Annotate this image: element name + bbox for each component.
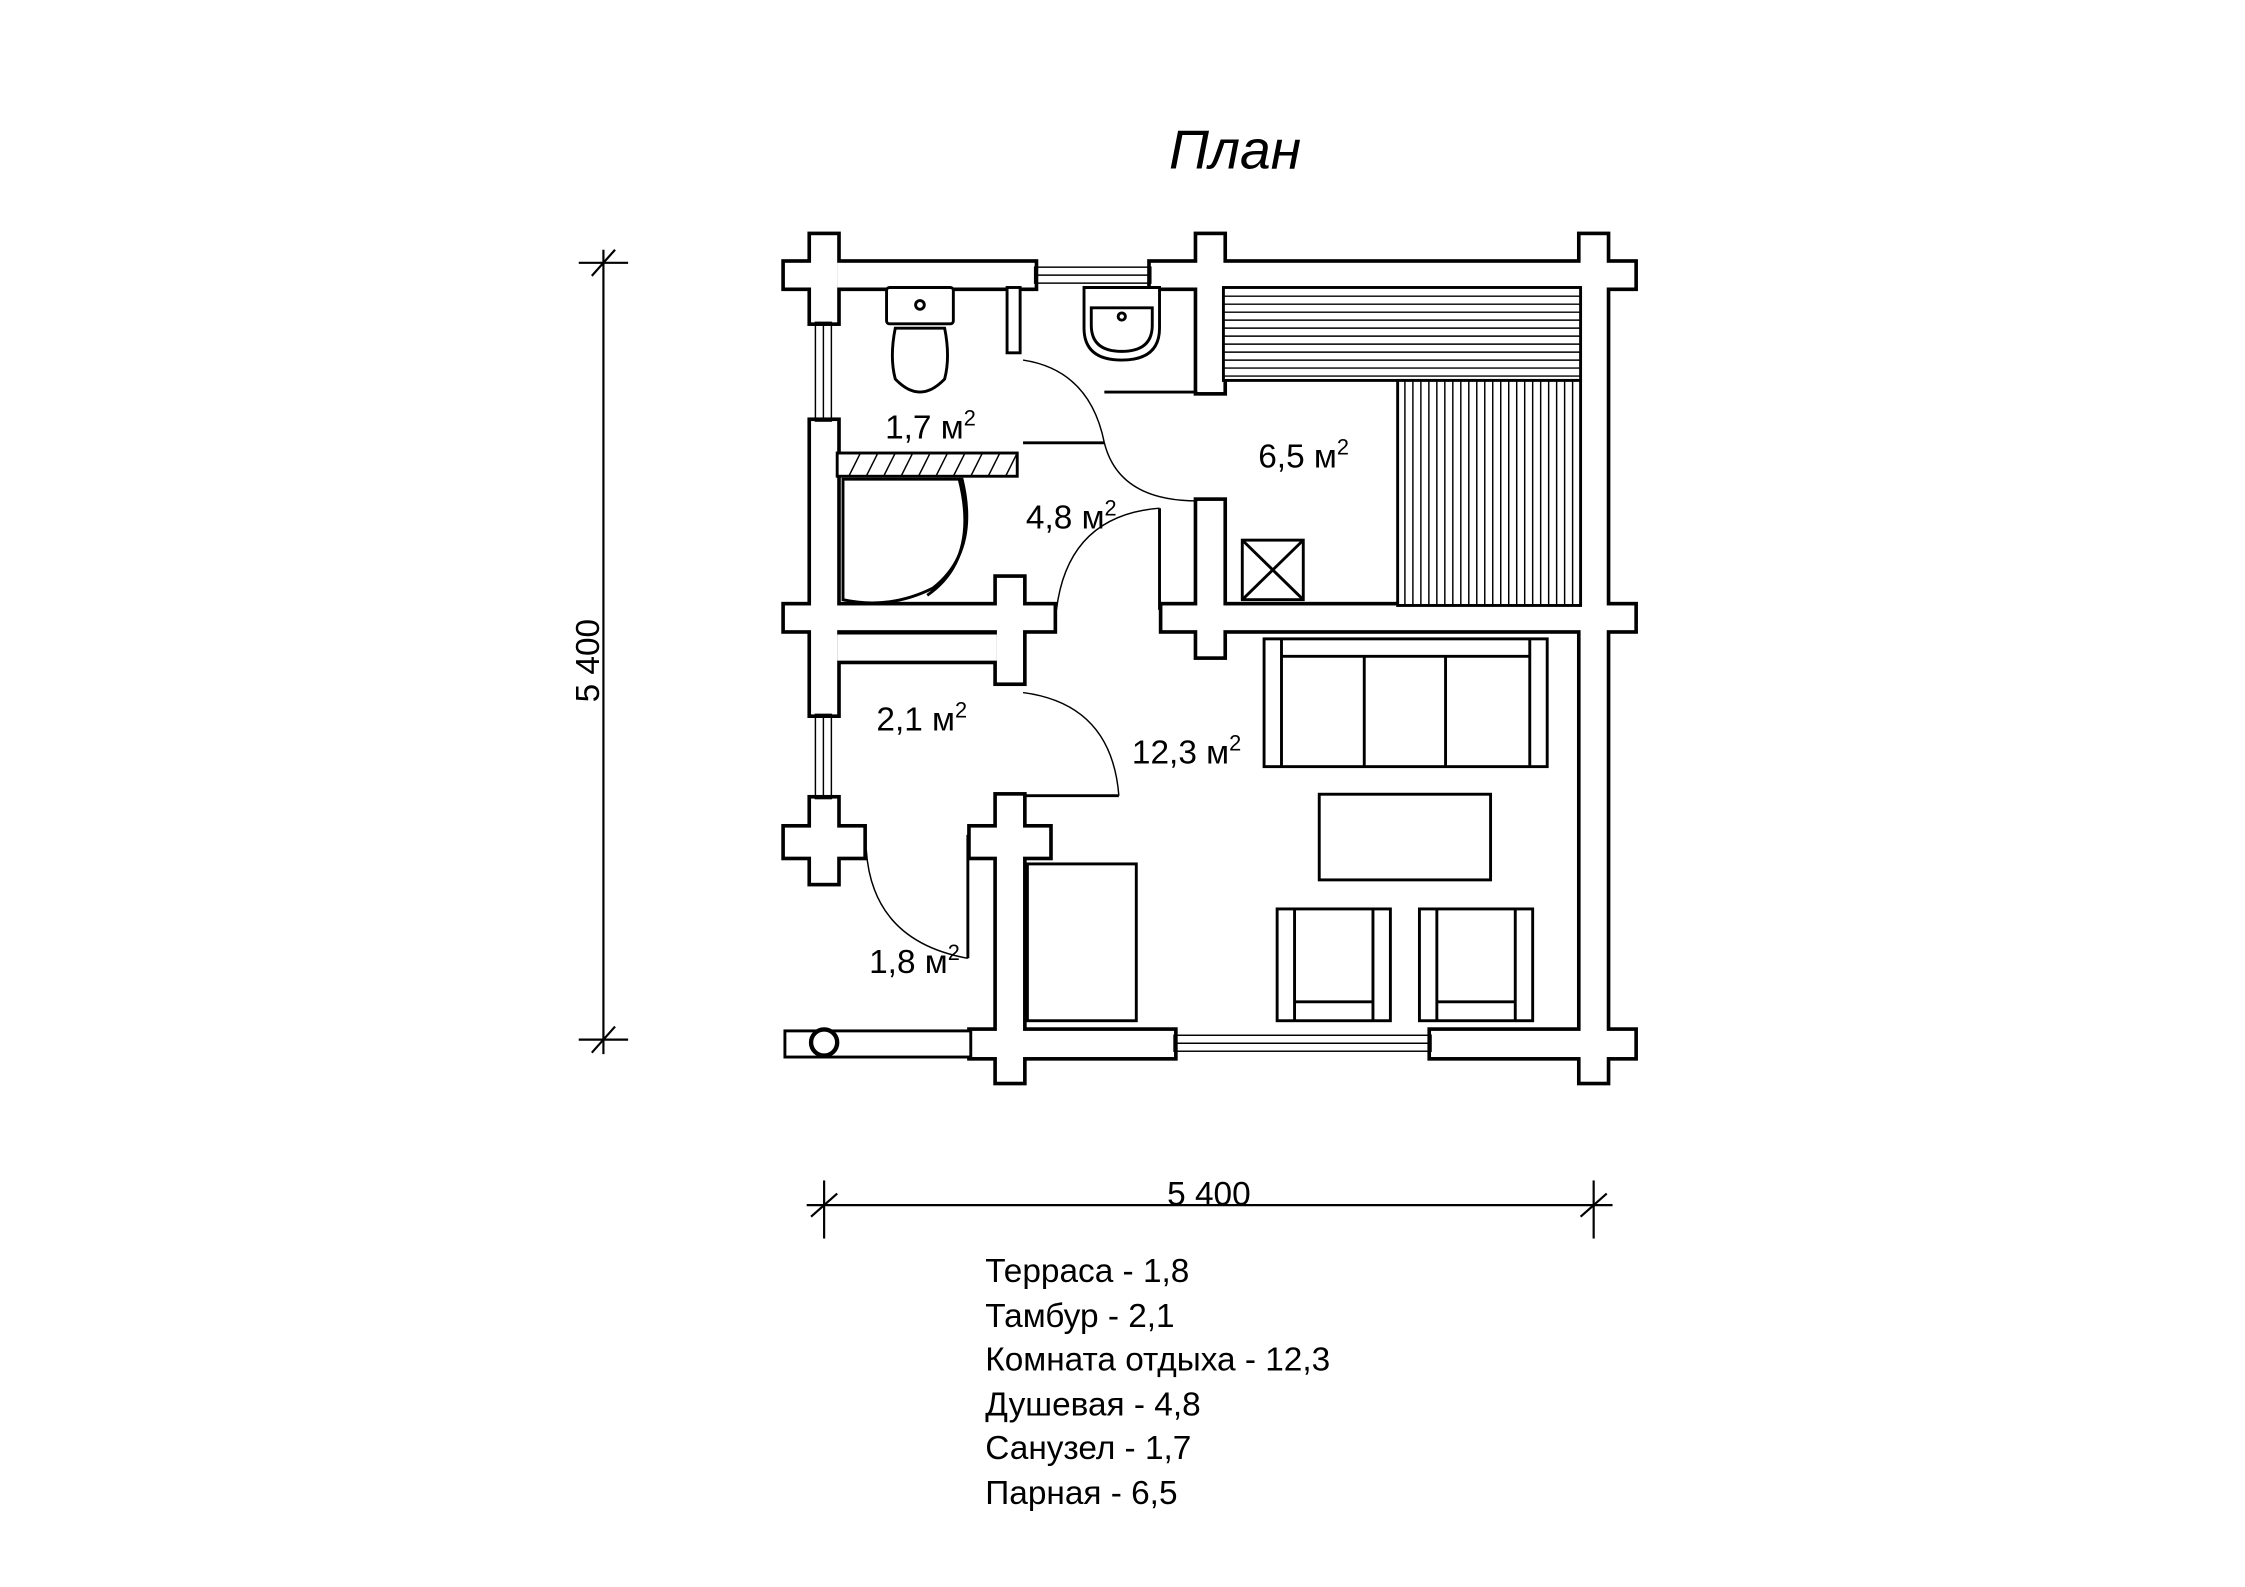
- wall-segment: [837, 262, 1035, 288]
- dimension-horizontal-label: 5 400: [1167, 1176, 1251, 1213]
- wall-segment: [1197, 500, 1224, 657]
- door-swings: [865, 359, 1198, 960]
- wall-segment: [970, 1030, 1175, 1058]
- windows: [814, 266, 1432, 1052]
- wall-segment: [1431, 1030, 1635, 1058]
- terrace-post: [808, 1027, 840, 1058]
- sauna-benches: [1221, 286, 1583, 607]
- bed: [1025, 862, 1138, 1023]
- wall-segment: [996, 577, 1024, 683]
- legend-item: Парная - 6,5: [985, 1475, 1177, 1512]
- wall-segment: [784, 827, 864, 857]
- hatch-line: [970, 452, 984, 477]
- wall-segment: [1150, 262, 1635, 288]
- dimension-vertical: [578, 249, 629, 1055]
- legend-item: Санузел - 1,7: [985, 1430, 1191, 1467]
- hatch-line: [883, 452, 896, 477]
- table: [1317, 792, 1493, 882]
- log-walls: [781, 231, 1638, 1086]
- legend-item: Комната отдыха - 12,3: [985, 1342, 1330, 1379]
- hatch-line: [952, 452, 966, 477]
- room-legend: Терраса - 1,8 Тамбур - 2,1 Комната отдых…: [985, 1253, 1330, 1512]
- armchair: [1275, 907, 1392, 1023]
- wall-segment: [1162, 605, 1635, 631]
- hatch-line: [900, 452, 914, 477]
- wall-segment: [811, 421, 838, 715]
- plan-title: План: [1169, 118, 1301, 180]
- sink-icon: [1082, 286, 1161, 362]
- sauna-stove: [1240, 538, 1305, 602]
- room-labels: 1,7 м2 6,5 м2 4,8 м2 2,1 м2 12,3 м2 1,8 …: [869, 405, 1349, 980]
- wall-segment: [1197, 235, 1224, 393]
- room-area-label: 4,8 м2: [1026, 495, 1117, 536]
- dimension-horizontal: [806, 1180, 1613, 1239]
- armchair: [1417, 907, 1535, 1023]
- wall-segment: [1580, 235, 1607, 1082]
- wall-segment: [811, 235, 838, 323]
- toilet-icon: [885, 286, 955, 394]
- legend-item: Терраса - 1,8: [985, 1253, 1189, 1290]
- room-area-label: 1,7 м2: [885, 405, 976, 446]
- hatch-line: [865, 452, 879, 477]
- wall-segment: [970, 827, 1050, 857]
- hatch-line: [987, 452, 1001, 477]
- room-area-label: 6,5 м2: [1258, 434, 1349, 475]
- hatch-line: [917, 452, 931, 477]
- hatch-line: [848, 452, 862, 477]
- legend-item: Душевая - 4,8: [985, 1387, 1200, 1424]
- sofa: [1262, 637, 1549, 769]
- hatch-line: [1004, 452, 1018, 477]
- room-area-label: 2,1 м2: [876, 697, 967, 738]
- room-area-label: 12,3 м2: [1132, 731, 1241, 772]
- wall-segment: [837, 634, 997, 661]
- room-area-label: 1,8 м2: [869, 940, 960, 981]
- dimension-vertical-label: 5 400: [570, 619, 607, 703]
- hatch-line: [935, 452, 949, 477]
- legend-item: Тамбур - 2,1: [985, 1298, 1174, 1335]
- shower-cabin: [841, 477, 969, 605]
